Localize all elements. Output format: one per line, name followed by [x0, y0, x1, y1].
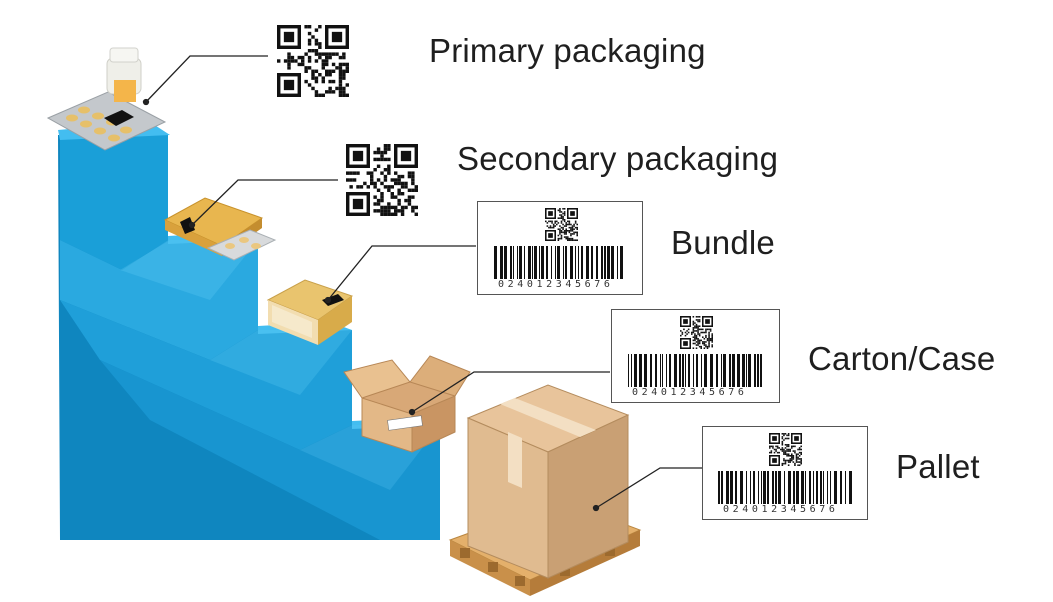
- bundle-item: [266, 279, 354, 345]
- label-bundle: Bundle: [671, 224, 775, 261]
- qr-code-bundle: [545, 208, 578, 241]
- blister-code-patch: [104, 110, 134, 126]
- qr-code-primary: [277, 25, 349, 97]
- case-flap-right: [409, 355, 471, 397]
- leader-pallet: [595, 467, 702, 509]
- case-flap-left: [343, 359, 411, 399]
- leader-carton: [411, 371, 610, 413]
- medicine-bottle-icon: [106, 47, 142, 102]
- primary-packaging-item: [46, 47, 167, 151]
- barcode-label-pallet: 024012345676: [702, 426, 868, 520]
- label-primary-packaging: Primary packaging: [429, 32, 706, 69]
- stair-front-step-3: [60, 300, 352, 450]
- barcode-label-bundle: 024012345676: [477, 201, 643, 295]
- barcode-bars-pallet: [718, 471, 852, 504]
- leader-primary: [145, 55, 268, 103]
- secondary-blister: [206, 229, 277, 261]
- pallet-box-icon: [448, 227, 642, 596]
- leader-lines: [142, 55, 702, 512]
- barcode-digits-pallet: 024012345676: [723, 504, 839, 515]
- barcode-label-carton: 024012345676: [611, 309, 780, 403]
- label-pallet: Pallet: [896, 448, 980, 485]
- secondary-code-patch: [180, 217, 195, 234]
- qr-code-secondary: [346, 144, 418, 216]
- leader-bundle: [327, 245, 476, 301]
- barcode-bars-bundle: [494, 246, 623, 279]
- leader-secondary: [191, 179, 338, 226]
- secondary-packaging-item: [163, 197, 277, 261]
- stair-front-step-1: [60, 135, 168, 270]
- barcode-digits-carton: 024012345676: [632, 387, 748, 398]
- qr-code-pallet: [769, 433, 802, 466]
- barcode-bars-carton: [628, 354, 762, 387]
- stair-sheen-2: [210, 330, 352, 395]
- qr-code-carton: [680, 316, 713, 349]
- label-secondary-packaging: Secondary packaging: [457, 140, 779, 177]
- pallet-item: [448, 227, 642, 596]
- label-carton-case: Carton/Case: [808, 340, 996, 377]
- pallet-tape: [500, 398, 596, 437]
- open-cardboard-box-icon: [362, 382, 455, 414]
- carton-case-item: [343, 355, 471, 453]
- case-barcode-sticker: [387, 415, 423, 431]
- stair-front-step-4: [100, 360, 440, 540]
- barcode-digits-bundle: 024012345676: [498, 279, 614, 290]
- stair-front-step-2: [60, 240, 258, 360]
